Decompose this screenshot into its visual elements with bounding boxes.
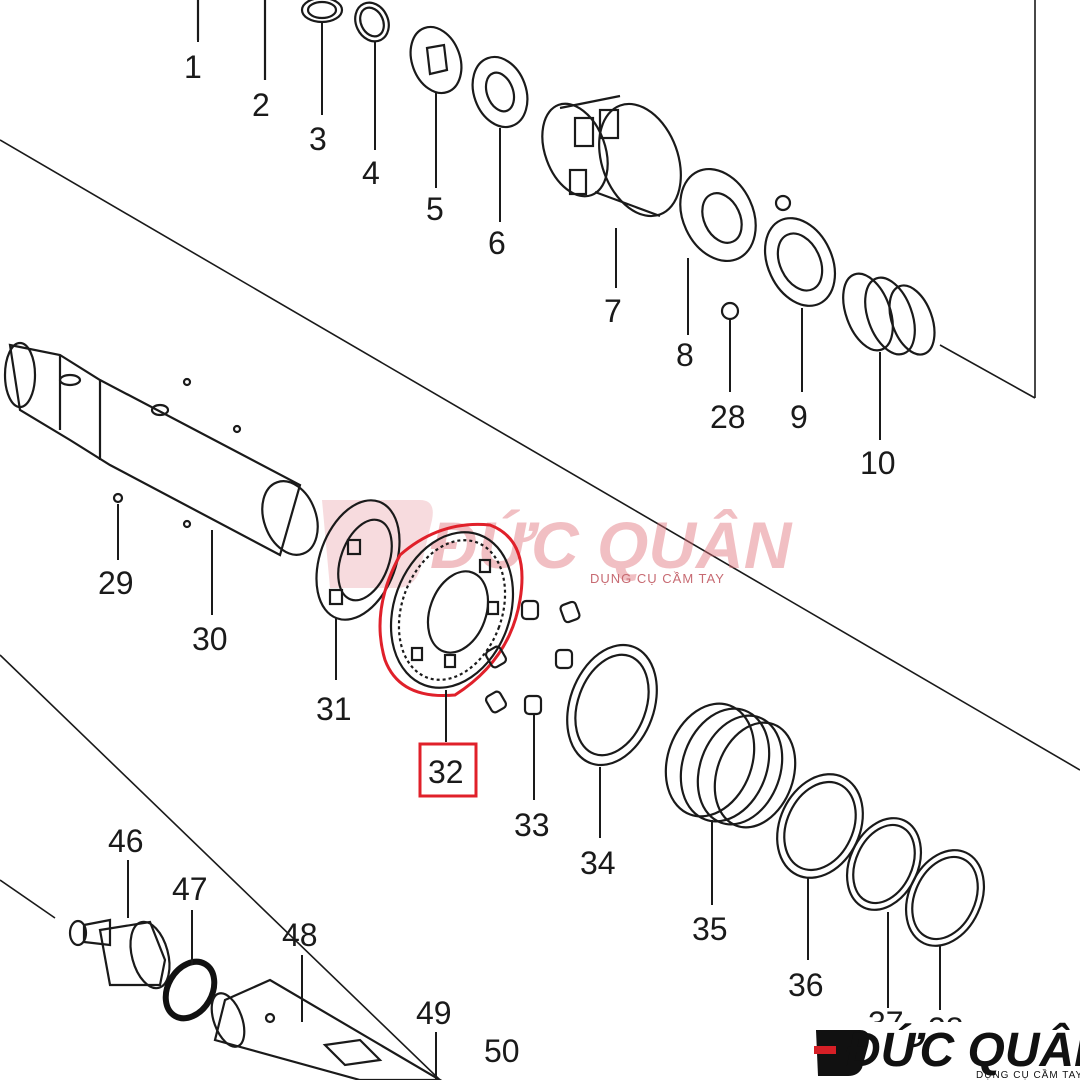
- part-4-shape: [354, 1, 390, 43]
- logo-tagline: DỤNG CỤ CẦM TAY: [976, 1068, 1080, 1080]
- part-38-shape: [905, 849, 985, 947]
- part-label-1: 1: [184, 49, 202, 85]
- part-28-shape: [720, 194, 792, 321]
- leader-lines: [117, 5, 941, 1080]
- part-10-shape: [842, 272, 936, 356]
- part-7-shape: [541, 94, 682, 218]
- part-9-shape: [763, 217, 837, 307]
- part-label-28: 28: [710, 399, 746, 435]
- part-29-shape: [112, 492, 124, 504]
- part-label-6: 6: [488, 225, 506, 261]
- part-47-shape: [162, 958, 218, 1022]
- part-label-3: 3: [309, 121, 327, 157]
- part-3-shape: [300, 0, 344, 24]
- part-label-7: 7: [604, 293, 622, 329]
- brand-logo: ĐỨC QUÂN DỤNG CỤ CẦM TAY: [808, 1022, 1080, 1080]
- part-label-50: 50: [484, 1033, 520, 1069]
- part-label-5: 5: [426, 191, 444, 227]
- part-30-shape: [3, 341, 319, 557]
- logo-accent-mark: [814, 1046, 836, 1054]
- part-32-highlight: [378, 522, 524, 698]
- part-label-9: 9: [790, 399, 808, 435]
- part-label-32: 32: [428, 754, 464, 790]
- part-48-shape: [210, 978, 443, 1080]
- watermark: ĐỨC QUÂN DỤNG CỤ CẦM TAY: [322, 500, 793, 588]
- part-37-shape: [846, 817, 922, 911]
- part-46-shape: [68, 918, 171, 990]
- part-6-shape: [471, 55, 529, 129]
- part-35-shape: [664, 702, 797, 829]
- watermark-tagline: DỤNG CỤ CẦM TAY: [590, 571, 725, 586]
- part-label-4: 4: [362, 155, 380, 191]
- part-label-29: 29: [98, 565, 134, 601]
- part-label-2: 2: [252, 87, 270, 123]
- part-label-46: 46: [108, 823, 144, 859]
- part-label-35: 35: [692, 911, 728, 947]
- part-label-36: 36: [788, 967, 824, 1003]
- part-label-33: 33: [514, 807, 550, 843]
- part-32-label-box: 32: [418, 742, 478, 798]
- part-label-10: 10: [860, 445, 896, 481]
- part-label-49: 49: [416, 995, 452, 1031]
- part-label-34: 34: [580, 845, 616, 881]
- part-label-48: 48: [282, 917, 318, 953]
- part-34-shape: [566, 643, 658, 767]
- part-8-shape: [679, 167, 757, 263]
- part-33-shape: [484, 599, 581, 716]
- logo-name: ĐỨC QUÂN: [846, 1022, 1080, 1077]
- part-label-8: 8: [676, 337, 694, 373]
- part-labels: 1 2 3 4 5 6 7 8 9 10 28 29 30 31 32 33 3…: [98, 49, 964, 1069]
- part-label-31: 31: [316, 691, 352, 727]
- part-label-30: 30: [192, 621, 228, 657]
- part-5-shape: [409, 25, 463, 95]
- part-32-shape: [389, 531, 515, 689]
- part-label-47: 47: [172, 871, 208, 907]
